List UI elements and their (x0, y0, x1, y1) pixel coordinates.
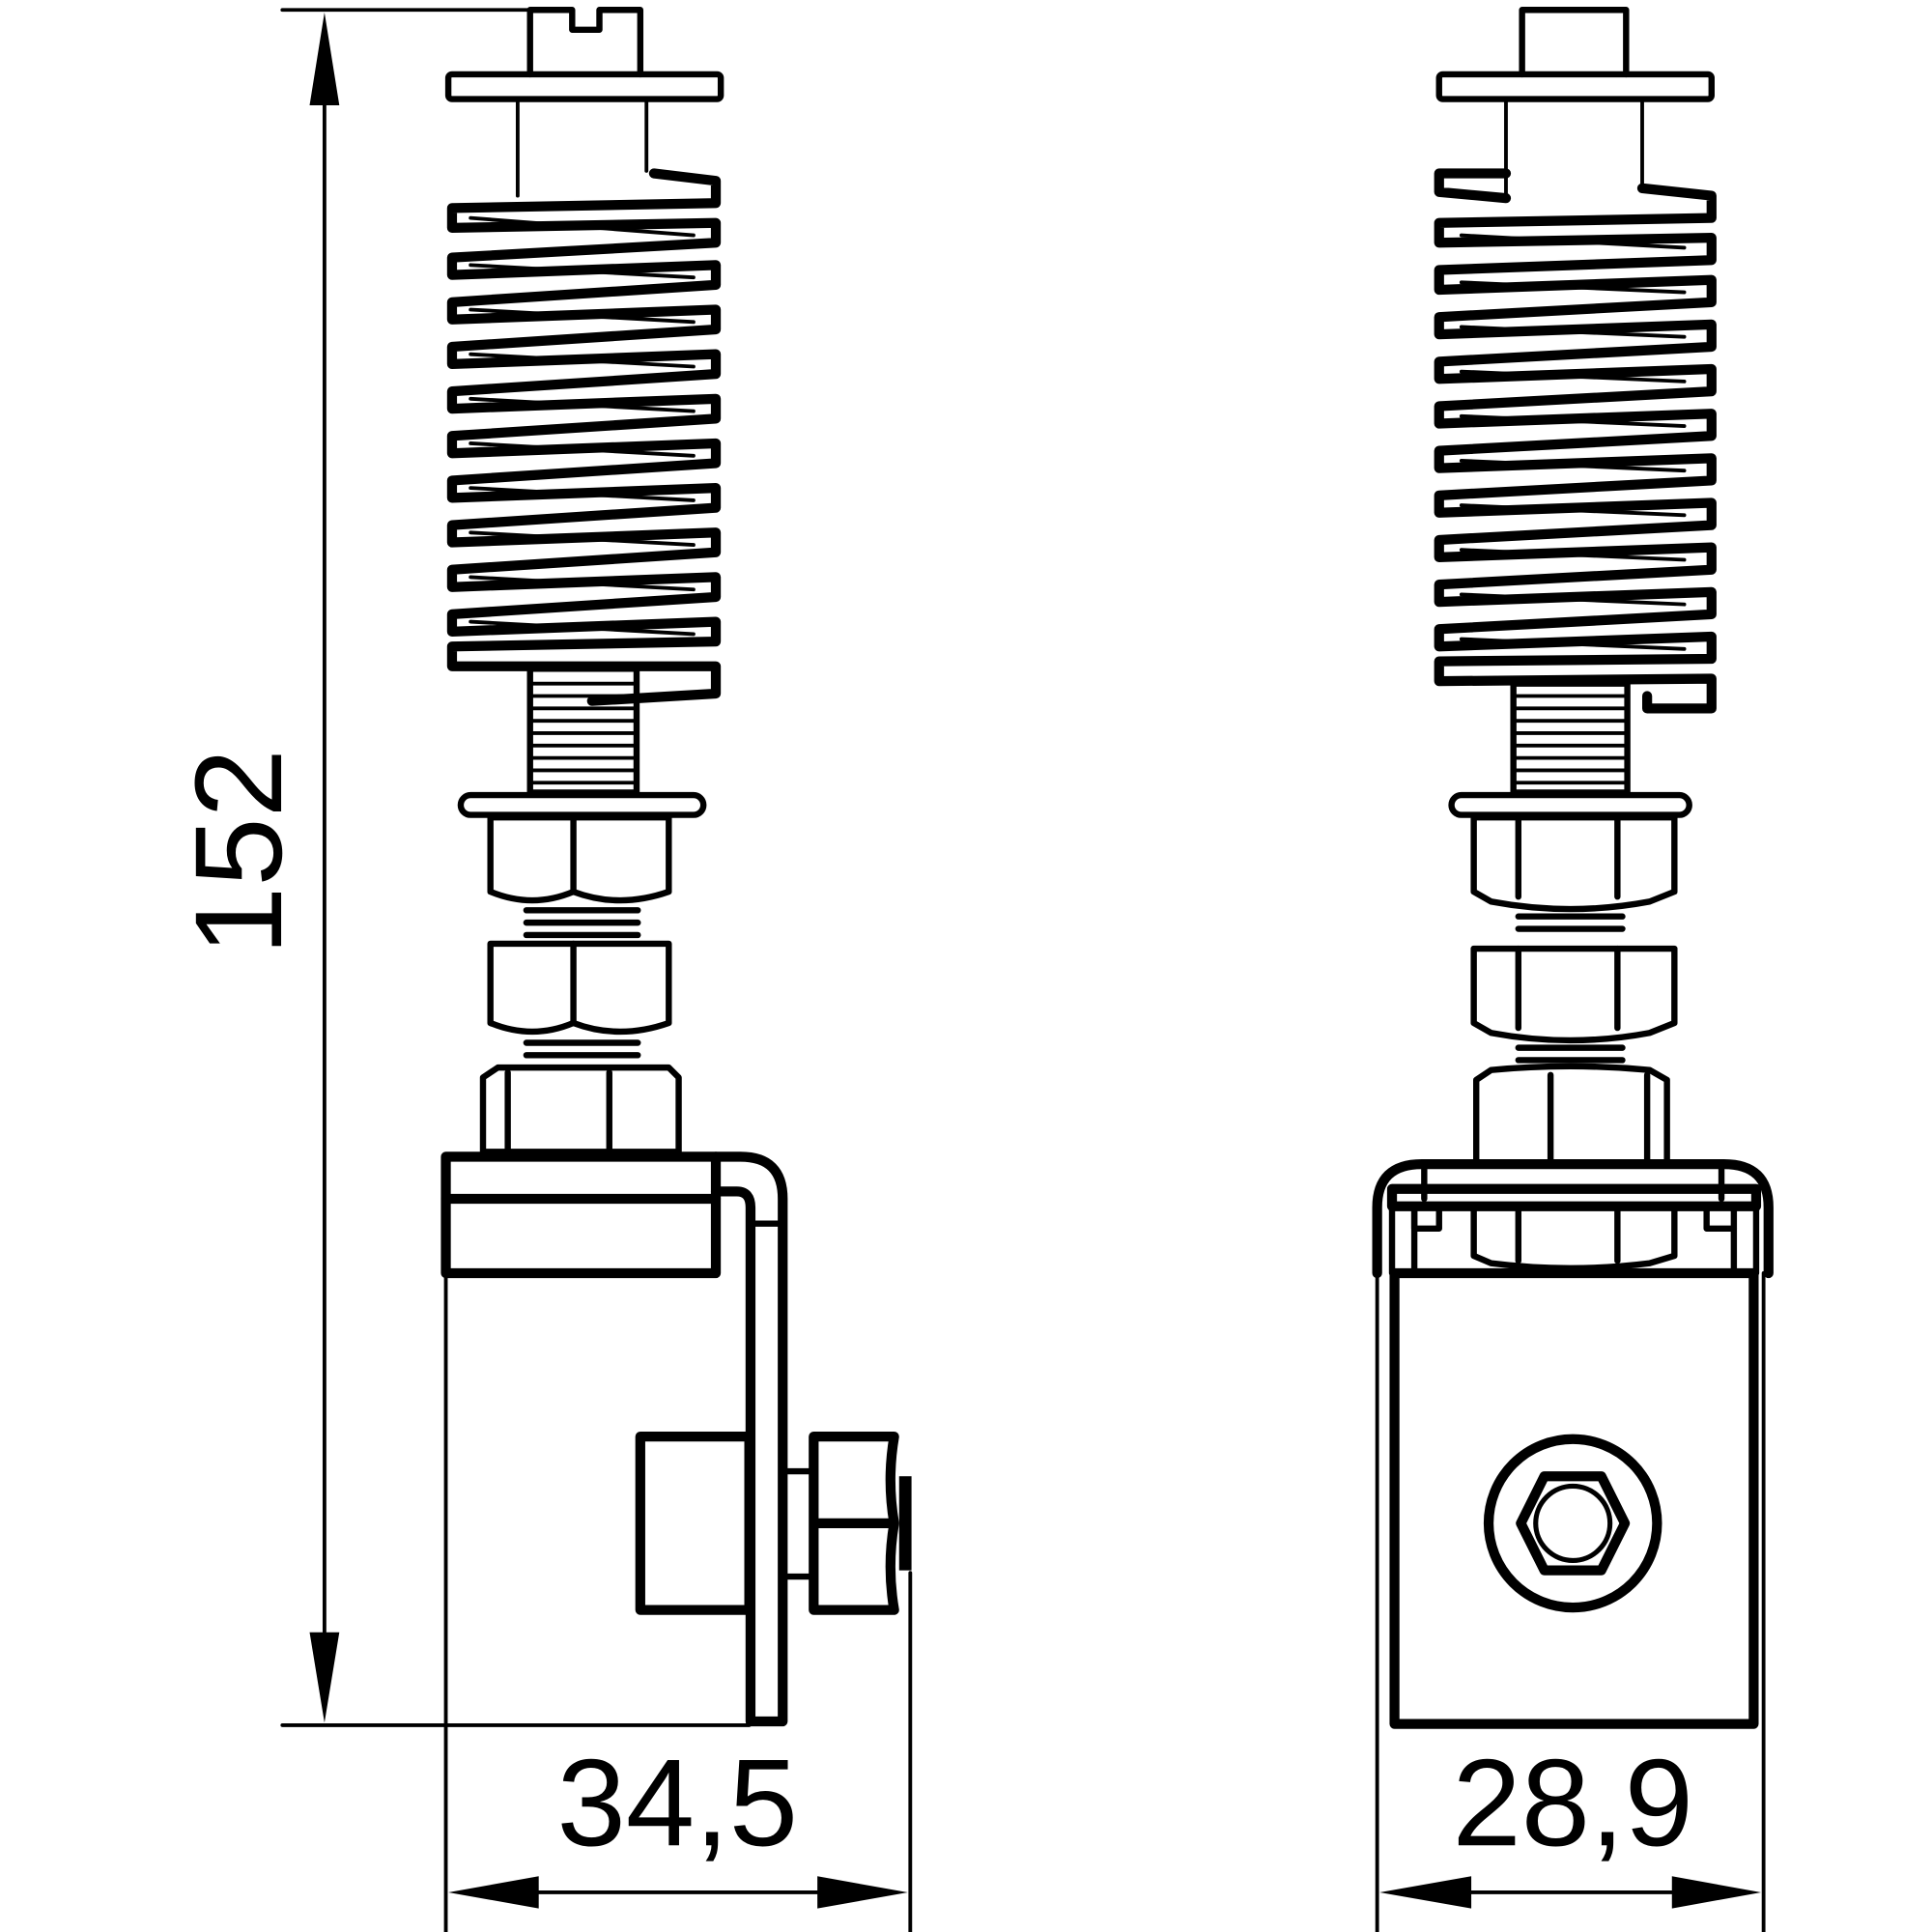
arrow-left-icon (1379, 1876, 1472, 1909)
side-width-label: 34,5 (557, 1734, 799, 1872)
compression-spring-front (1434, 168, 1717, 714)
side-view: 34,5 (440, 7, 913, 1932)
front-view: 28,9 (1372, 7, 1774, 1932)
hex-nut-lower-front (1473, 1063, 1670, 1168)
arrow-left-icon (448, 1876, 539, 1909)
front-width-label: 28,9 (1452, 1734, 1693, 1872)
thread-segment-front-2 (1515, 1044, 1626, 1064)
cross-bolt-side (635, 1432, 912, 1615)
hex-nut-upper-front (1470, 813, 1678, 913)
height-dimension: 152 (170, 8, 752, 1727)
arrow-up-icon (309, 12, 340, 105)
hex-nut-middle-front (1470, 945, 1678, 1044)
bolt-end-circle (1533, 1483, 1613, 1563)
height-dimension-label: 152 (170, 749, 308, 955)
flange-washer (457, 791, 707, 818)
thread-segment-front-1 (1515, 913, 1626, 932)
top-washer (444, 71, 724, 102)
hex-nut-icon (1516, 1471, 1631, 1576)
side-width-dimension: 34,5 (448, 1571, 913, 1932)
top-washer-front (1435, 71, 1716, 102)
cross-bolt-front (1483, 1434, 1662, 1613)
arrow-down-icon (309, 1632, 340, 1723)
thread-segment-1 (523, 907, 641, 939)
compression-spring (446, 168, 722, 706)
washer-circle (1483, 1434, 1662, 1613)
flange-washer-front (1448, 791, 1692, 818)
hex-nut-lower (479, 1064, 682, 1155)
hex-nut-upper (487, 813, 672, 904)
hex-nut-middle (487, 940, 672, 1036)
slotted-screw-head (526, 7, 644, 78)
threaded-rod-upper (526, 666, 640, 796)
thread-segment-2 (523, 1039, 641, 1059)
screw-head-front (1519, 7, 1630, 78)
front-width-dimension: 28,9 (1379, 1734, 1762, 1909)
bracket-front (1372, 1159, 1774, 1932)
arrow-right-icon (1671, 1876, 1762, 1909)
bracket-side (440, 1151, 788, 1932)
arrow-right-icon (817, 1876, 908, 1909)
threaded-rod-front (1510, 680, 1631, 796)
